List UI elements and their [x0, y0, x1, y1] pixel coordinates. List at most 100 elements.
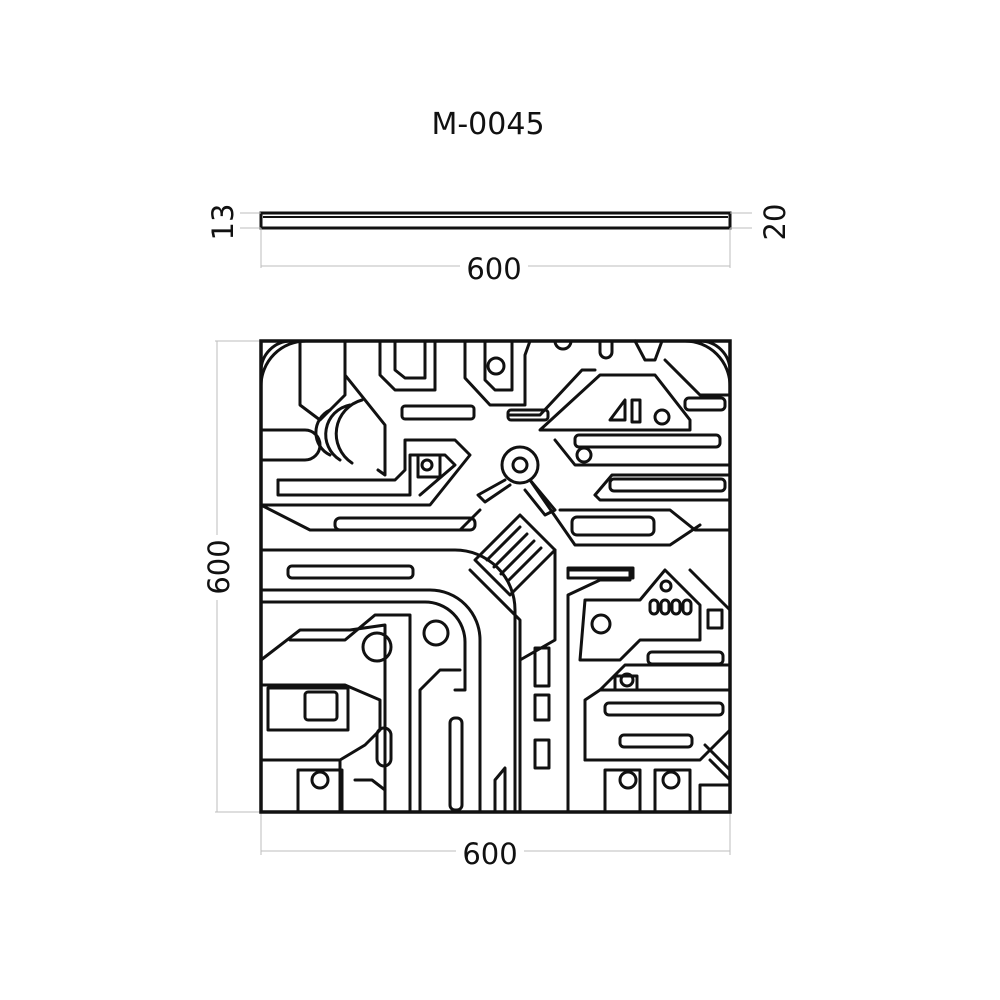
box-bottom-right-1 — [603, 768, 642, 814]
trace-center-vertical-2 — [518, 548, 557, 662]
grille-frame — [473, 513, 557, 597]
trace-right-4 — [583, 728, 732, 762]
side-thickness-left-label: 13 — [206, 204, 240, 241]
trace-bottom-right-corner — [698, 783, 732, 814]
signal-arc-3 — [334, 398, 364, 465]
pill-3 — [670, 598, 682, 616]
slot-center-right — [570, 515, 656, 537]
u-trace-top-1 — [378, 339, 437, 392]
box-bottom-left — [296, 768, 344, 814]
corner-arc-top-right-inner — [698, 339, 732, 373]
small-circle-right — [659, 579, 673, 593]
slot-right-short — [618, 733, 694, 749]
small-circle-left — [420, 458, 434, 472]
hub-arm-right — [523, 478, 557, 517]
trace-upper-right — [553, 438, 732, 467]
circle-bottom-right-1 — [618, 770, 638, 790]
circle-right-mid — [590, 613, 612, 635]
bar-marker — [630, 398, 642, 424]
notch-top-1 — [553, 339, 573, 351]
box-bottom-right-2 — [653, 768, 692, 814]
block-right-mid — [578, 568, 702, 662]
side-view: 13 20 600 — [206, 204, 792, 286]
rect-bottom-left — [266, 686, 350, 732]
u-trace-top-2-inner — [483, 339, 514, 392]
slot-top-1 — [400, 404, 476, 421]
trace-right-diag — [688, 568, 732, 612]
slot-top-2 — [506, 408, 550, 422]
rect-vertical-2 — [533, 693, 551, 722]
circle-top-2 — [486, 356, 506, 376]
circle-bottom-right-2 — [661, 770, 681, 790]
signal-arc-1 — [314, 408, 332, 457]
trace-top-right-a — [663, 358, 732, 397]
trace-upper-right-2 — [593, 473, 732, 497]
slot-vertical-center — [448, 716, 464, 812]
slot-upper-right-long — [573, 433, 722, 449]
trace-bottom-left-2 — [288, 613, 412, 814]
pill-1 — [648, 598, 660, 616]
slot-right-long — [603, 701, 725, 717]
rect-vertical-1 — [533, 646, 551, 688]
slot-right-1 — [646, 650, 725, 666]
side-thickness-right-label: 20 — [758, 204, 792, 241]
top-view-dimensions: 600 600 — [202, 340, 731, 871]
trace-main-curve-inner — [259, 600, 467, 692]
circle-center-left — [422, 619, 450, 647]
trace-bottom-tab — [493, 766, 507, 814]
u-trace-top-2 — [463, 339, 532, 407]
trace-main-curve-mid — [259, 588, 482, 814]
grille-bar-2 — [492, 532, 529, 569]
corner-arc-top-left-inner — [259, 339, 293, 373]
circle-bottom-left-2 — [310, 770, 330, 790]
trace-inner-bottom — [418, 668, 462, 814]
small-rect-right — [706, 608, 724, 630]
panel-top-view — [259, 339, 732, 814]
pill-4 — [681, 598, 693, 616]
top-height-label: 600 — [202, 539, 236, 594]
circle-bottom-left — [361, 631, 393, 663]
trace-center-right-2 — [528, 478, 702, 547]
corner-arc-top-left — [259, 339, 308, 388]
small-square-left — [416, 453, 442, 479]
trace-center-vertical — [468, 568, 522, 814]
slot-right-top — [566, 566, 635, 580]
signal-arc-2 — [324, 403, 352, 462]
trace-right-diag-3 — [708, 758, 732, 782]
top-width-label: 600 — [462, 837, 517, 871]
circle-top-right — [653, 408, 671, 426]
trace-right-2 — [598, 663, 732, 692]
trace-right-3 — [583, 688, 732, 762]
trace-upper-right-3 — [593, 493, 732, 502]
trace-top-mid — [506, 368, 597, 417]
grille-bar-3 — [499, 539, 536, 576]
slot-upper-right-2 — [608, 477, 727, 493]
pill-2 — [659, 598, 671, 616]
trace-left-mid-inner — [276, 453, 457, 497]
circle-upper-right — [575, 446, 593, 464]
side-width-label: 600 — [466, 252, 521, 286]
trace-right-diag-2 — [703, 743, 732, 772]
hub-arm-left — [476, 478, 512, 504]
model-title: M-0045 — [431, 107, 544, 142]
trace-right-vertical — [566, 568, 632, 814]
block-top-right — [538, 373, 692, 432]
trace-bottom-left-5 — [353, 778, 387, 792]
trace-center-right — [558, 508, 732, 532]
trace-top-left-a — [298, 339, 347, 422]
grille-bar-4 — [506, 546, 543, 583]
trace-top-left-b — [343, 339, 387, 477]
circuit-pattern — [259, 339, 732, 814]
trace-bottom-left-3 — [259, 683, 382, 762]
trace-main-curve-outer — [259, 548, 517, 814]
slot-top-right — [683, 396, 727, 412]
corner-arc-top-right — [683, 339, 732, 388]
triangle-marker — [608, 398, 627, 422]
notch-top-2 — [598, 339, 614, 360]
trace-left-mid — [259, 438, 472, 507]
trace-bottom-left-1 — [259, 623, 387, 814]
central-hub-outer — [500, 445, 540, 485]
slot-left-long — [286, 564, 415, 580]
side-profile — [259, 211, 732, 230]
